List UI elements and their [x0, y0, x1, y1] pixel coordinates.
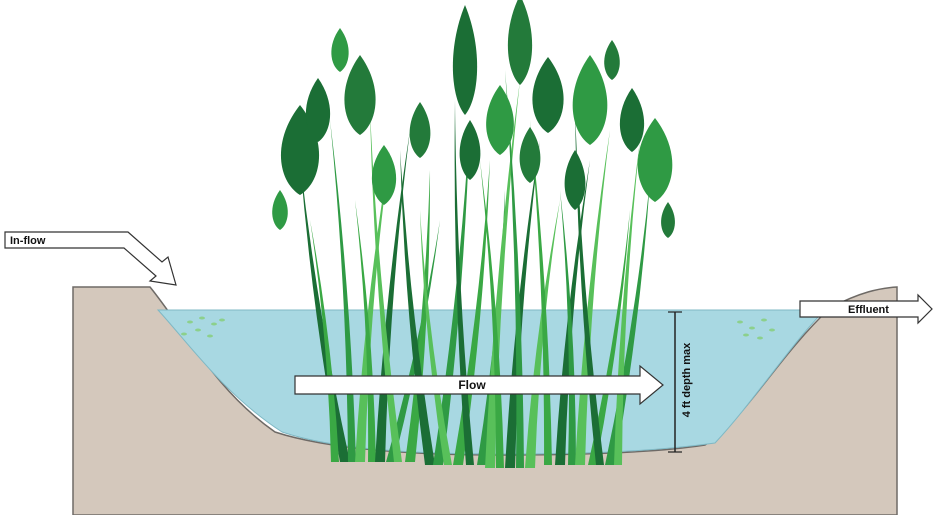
plant-leaf	[573, 55, 608, 145]
plant-leaf	[604, 40, 620, 80]
depth-label: 4 ft depth max	[681, 342, 693, 417]
inflow-label: In-flow	[10, 235, 46, 247]
plant-leaf	[453, 5, 477, 115]
plant-leaf	[508, 0, 532, 85]
inflow-arrow: In-flow	[5, 232, 176, 285]
plant-leaf	[410, 102, 431, 158]
plant-leaf	[520, 127, 541, 183]
plant-leaf	[661, 202, 675, 238]
plant-leaf	[565, 150, 586, 210]
effluent-label: Effluent	[848, 304, 889, 316]
plant-leaf	[372, 145, 396, 205]
plant-leaf	[272, 190, 288, 230]
plant-leaf	[331, 28, 348, 72]
plant-leaf	[460, 120, 481, 180]
plant-leaf	[532, 57, 563, 133]
flow-label: Flow	[458, 378, 486, 392]
plant-leaf	[620, 88, 644, 152]
plant-leaf	[344, 55, 375, 135]
